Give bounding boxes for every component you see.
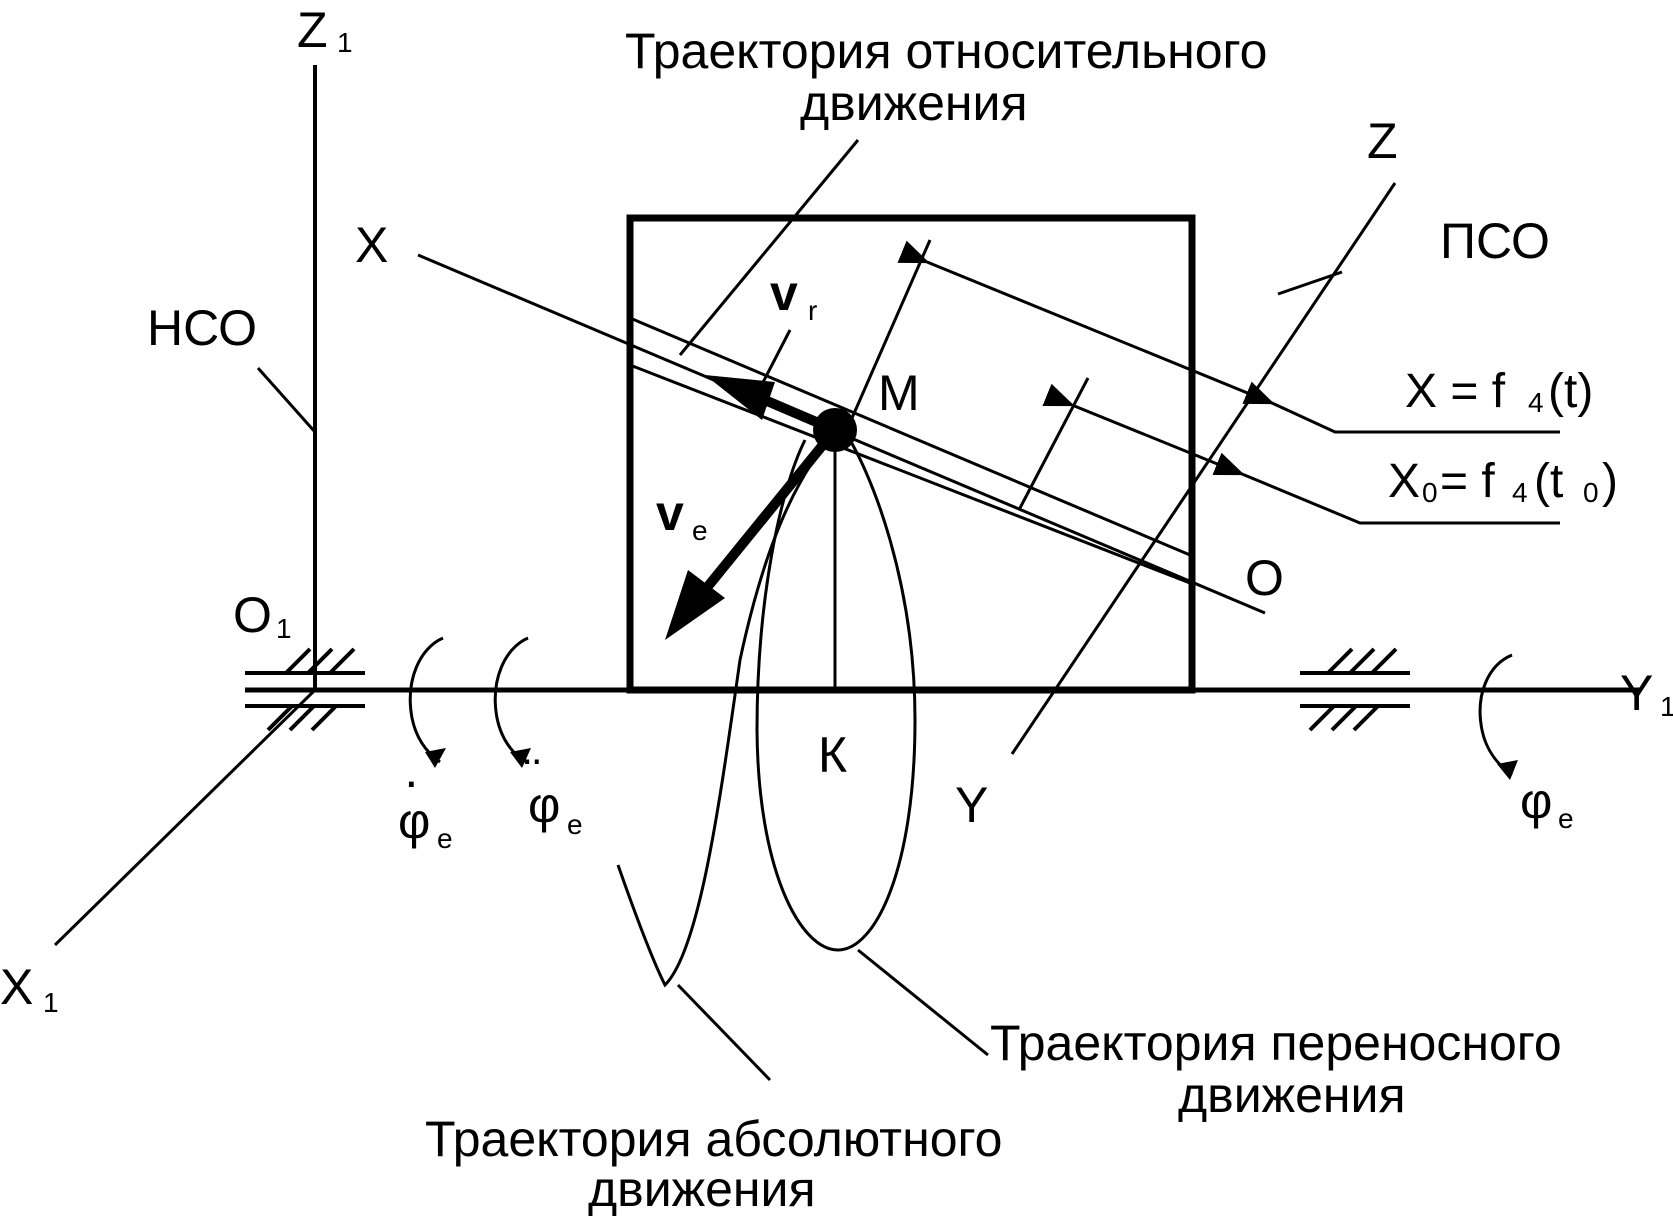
o1-subscript: 1 [276,613,292,644]
pso-label: ПСО [1440,213,1550,269]
relative-leader [678,139,860,356]
eq2-mid-subscript: 4 [1512,477,1528,508]
omega-subscript: e [437,823,453,854]
eq2-mid: = f [1440,455,1495,508]
transport-trajectory [755,431,917,952]
omega-dot: · [403,753,420,809]
eq2-t-subscript: 0 [1583,477,1599,508]
phi-label: φ [1520,773,1552,829]
relative-caption-line2: движения [800,75,1028,131]
z-axis [1010,182,1397,755]
pso-leader [1277,270,1343,296]
ve-subscript: e [692,515,708,546]
eq1-subscript: 4 [1528,387,1544,418]
m-label: M [878,365,920,421]
y1-label: Y [1620,665,1653,721]
omega-label: φ [398,793,430,849]
eq2-x-subscript: 0 [1422,477,1438,508]
transport-caption-line1: Траектория переносного [990,1015,1562,1071]
phi-subscript: e [1558,803,1574,834]
y-label: Y [955,777,988,833]
nso-label: НСО [147,300,257,356]
z1-subscript: 1 [337,27,353,58]
vr-subscript: r [808,295,817,326]
z1-label: Z [297,2,328,58]
eq1-main: X = f [1405,365,1506,418]
moving-frame [417,182,1397,755]
slot-line-2 [629,363,1191,585]
nso-leader [256,367,317,433]
dim-x0-arrow [1042,383,1245,476]
vr-arrowhead [705,375,775,420]
ve-arrowhead [665,570,725,640]
captions: Траектория относительного движения Траек… [425,23,1562,1217]
vr-label: v [770,265,798,321]
y1-subscript: 1 [1660,691,1673,722]
ve-vector-shaft [701,426,839,594]
left-bearing [245,647,365,732]
absolute-trajectory [616,429,837,988]
phi-arrowhead [1497,760,1518,780]
eq2-close: ) [1602,455,1618,508]
vr-leader [756,329,792,393]
o1-label: O [233,587,272,643]
phi-arrow [1478,653,1513,777]
relative-caption-line1: Траектория относительного [625,23,1267,79]
velocity-vectors [665,329,857,640]
rotation-arrows [408,636,1518,780]
epsilon-arrow [493,636,529,764]
equations: X = f 4 (t) X 0 = f 4 (t 0 ) [1388,365,1618,508]
dimensions [850,239,1560,525]
slot-line-1 [629,316,1191,557]
point-m [813,408,857,452]
epsilon-dots: ¨ [524,749,541,805]
absolute-caption-line1: Траектория абсолютного [425,1111,1002,1167]
transport-caption-line2: движения [1178,1067,1406,1123]
x1-subscript: 1 [43,987,59,1018]
o-label: O [1245,550,1284,606]
trajectories [616,139,989,1082]
k-label: К [818,727,847,783]
eq1-leader [1271,401,1560,434]
eq2-paren: (t [1534,455,1563,508]
eq2-leader [1241,472,1560,525]
epsilon-arrowhead [510,748,531,768]
omega-arrowhead [425,748,446,768]
x1-axis [53,688,317,947]
rotating-plate [626,214,1196,694]
absolute-caption-line2: движения [588,1161,816,1217]
epsilon-label: φ [528,777,560,833]
transport-leader [857,948,989,1057]
z-label: Z [1367,113,1398,169]
ve-label: v [656,485,684,541]
eq2-x: X [1388,455,1420,508]
omega-arrow [408,636,444,764]
dim-x0-ext [1018,377,1090,509]
dim-x-arrow [897,240,1275,405]
epsilon-subscript: e [567,809,583,840]
x-label: X [355,217,388,273]
x1-label: X [0,959,33,1015]
eq1-tail: (t) [1548,365,1593,418]
absolute-leader [676,983,772,1082]
axis-labels: Z 1 X 1 Y 1 O 1 НСО ПСО X Z Y O M К v r … [0,2,1673,1018]
right-bearing [1300,647,1410,732]
